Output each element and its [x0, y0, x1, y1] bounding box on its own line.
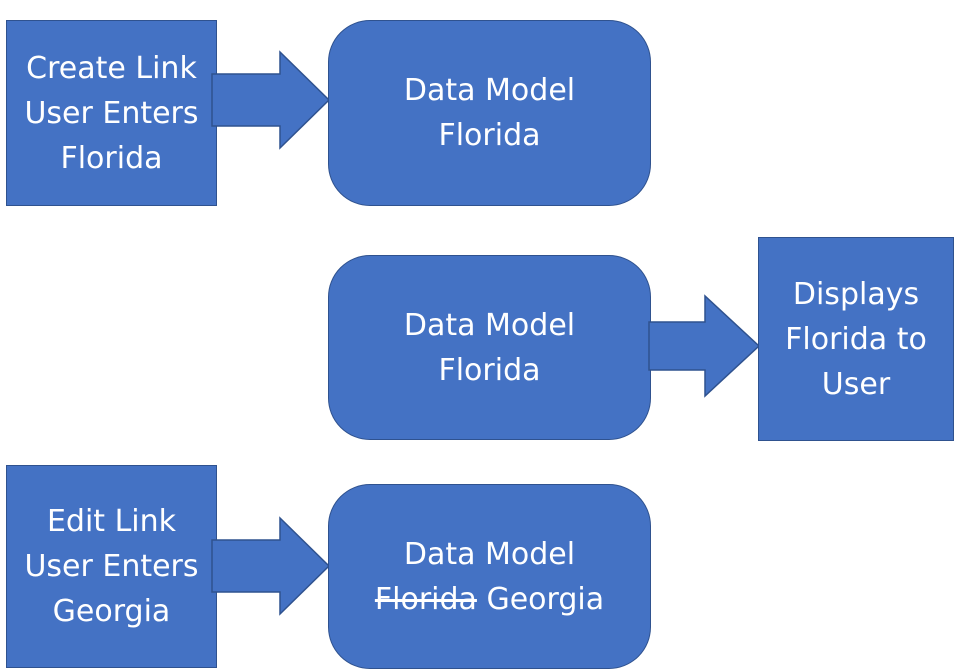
displays-line3: User	[821, 366, 891, 402]
data-model-2-line2: Florida	[438, 352, 541, 388]
create-link-line3: Florida	[60, 140, 163, 176]
data-model-2-text: Data Model Florida	[404, 303, 575, 393]
displays-line2: Florida to	[785, 321, 927, 357]
data-model-box-2: Data Model Florida	[328, 255, 651, 440]
edit-link-line1: Edit Link	[46, 504, 177, 539]
arrow-create-to-model	[211, 50, 331, 150]
create-link-line2: User Enters	[24, 95, 199, 131]
edit-link-box: Edit Link User Enters Georgia	[6, 465, 217, 668]
create-link-text: Create Link User Enters Florida	[24, 46, 198, 181]
data-model-1-line1: Data Model	[403, 73, 576, 108]
create-link-box: Create Link User Enters Florida	[6, 20, 217, 206]
arrow-edit-to-model	[211, 516, 331, 616]
struck-value-florida: Florida	[374, 581, 477, 617]
data-model-3-line1: Data Model	[403, 536, 576, 572]
data-model-box-3: Data Model Florida Georgia	[328, 484, 651, 669]
arrow-create-to-model-shape	[211, 50, 331, 150]
data-model-3-text: Data Model Florida Georgia	[375, 532, 604, 622]
data-model-1-line2: Florida	[438, 118, 541, 153]
arrow-model-to-displays	[648, 294, 761, 398]
displays-text: Displays Florida to User	[785, 272, 927, 407]
edit-link-line2: User Enters	[24, 549, 199, 584]
displays-line1: Displays	[792, 276, 920, 312]
arrow-edit-to-model-shape	[211, 516, 331, 616]
data-model-1-text: Data Model Florida	[404, 68, 575, 158]
data-model-2-line1: Data Model	[403, 307, 576, 343]
new-value-georgia: Georgia	[486, 581, 605, 617]
data-model-box-1: Data Model Florida	[328, 20, 651, 206]
create-link-line1: Create Link	[26, 50, 197, 86]
displays-box: Displays Florida to User	[758, 237, 954, 441]
data-model-3-line2: Florida Georgia	[375, 577, 604, 622]
edit-link-line3: Georgia	[52, 594, 171, 629]
arrow-model-to-displays-shape	[648, 294, 761, 398]
edit-link-text: Edit Link User Enters Georgia	[24, 499, 198, 634]
